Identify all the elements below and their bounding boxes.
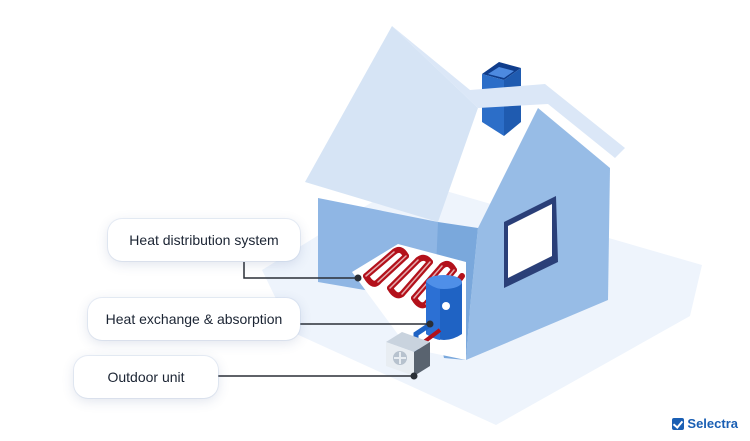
leader-lines: [218, 262, 430, 377]
heat-distribution-label: Heat distribution system: [108, 219, 300, 261]
leader-dots: [354, 274, 434, 380]
water-tank-icon: [426, 275, 462, 340]
window: [504, 196, 558, 288]
brand-name: Selectra: [687, 416, 738, 431]
roof-left: [305, 26, 478, 222]
roof-right: [392, 26, 625, 158]
selectra-check-icon: [672, 417, 685, 430]
outdoor-unit-label: Outdoor unit: [74, 356, 218, 398]
outdoor-unit-fan-icon: [386, 332, 430, 376]
pipe-red: [422, 328, 442, 344]
heat-exchange-label: Heat exchange & absorption: [88, 298, 300, 340]
brand-logo: Selectra: [672, 416, 738, 431]
